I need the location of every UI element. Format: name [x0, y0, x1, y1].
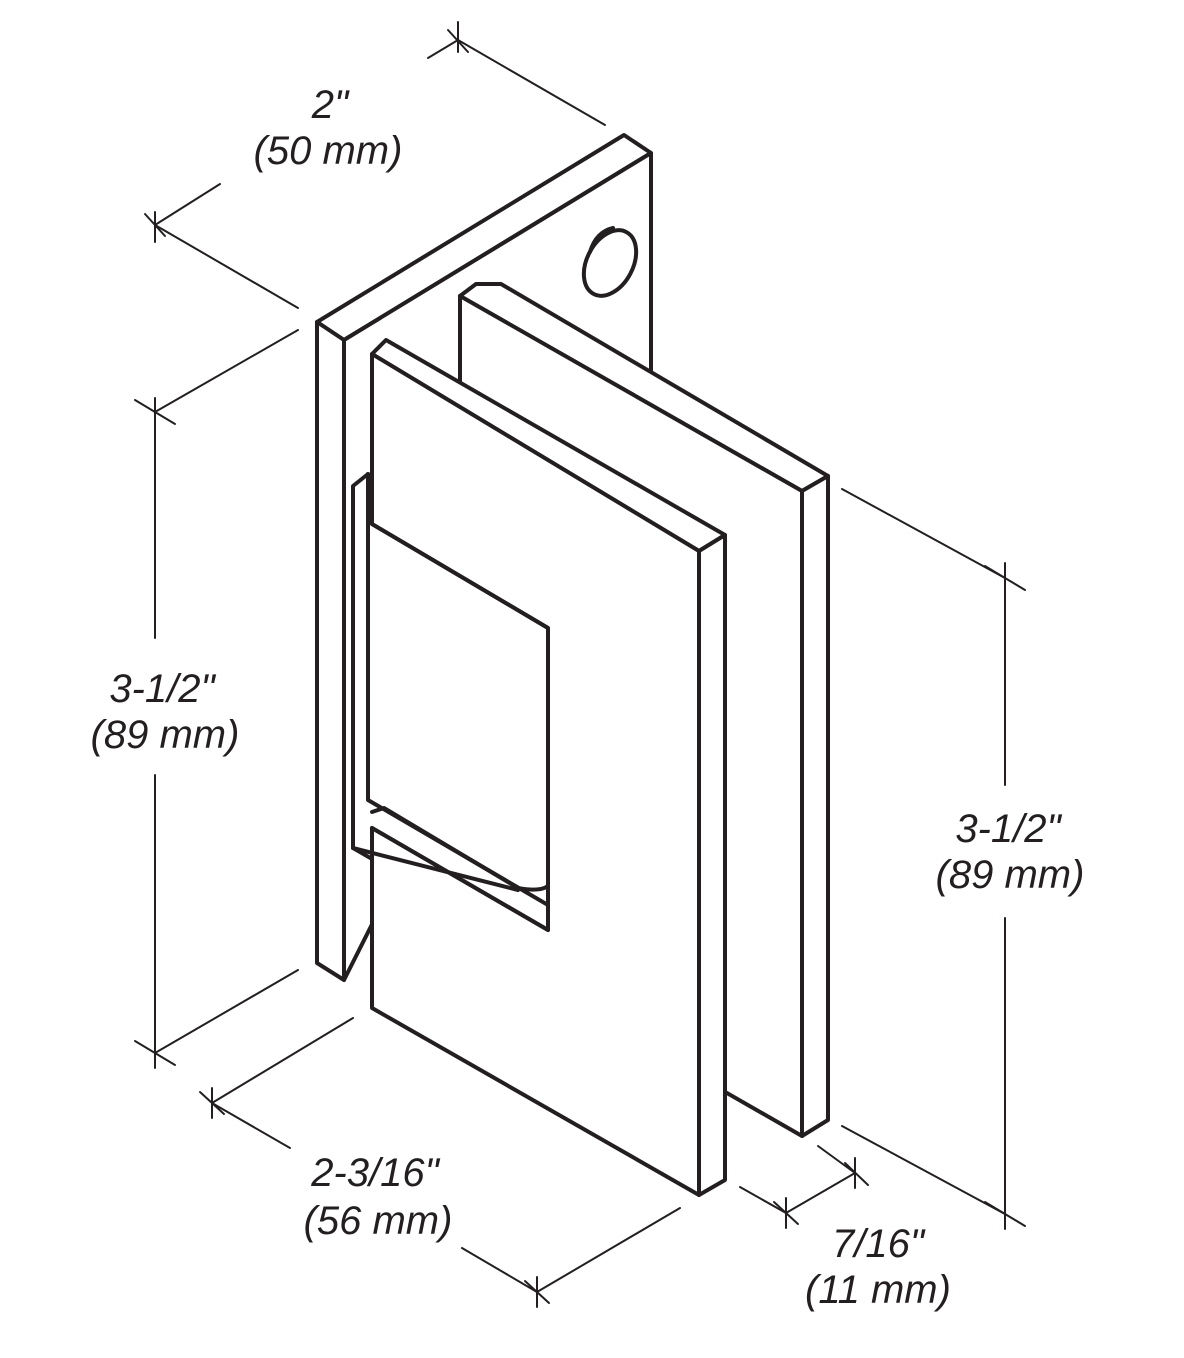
knuckle-lower-edge [351, 846, 520, 892]
plate-width-imperial: 2" [311, 83, 350, 127]
body-height-metric: (89 mm) [936, 853, 1085, 897]
glass-gap-metric: (11 mm) [805, 1268, 951, 1312]
wall-plate-side-edge [315, 320, 346, 982]
plate-height-metric: (89 mm) [91, 713, 240, 757]
body-height-imperial: 3-1/2" [955, 807, 1062, 851]
knuckle-cutout [370, 522, 550, 932]
glass-gap-imperial: 7/16" [832, 1222, 926, 1266]
body-length-imperial: 2-3/16" [310, 1151, 440, 1195]
rear-clamp-side-edge [800, 474, 830, 1138]
front-clamp-plate [351, 338, 727, 1197]
mounting-hole-inner [588, 226, 615, 254]
dimension-lines [134, 21, 1026, 1308]
plate-height-imperial: 3-1/2" [109, 667, 216, 711]
body-length-metric: (56 mm) [304, 1199, 453, 1243]
plate-width-metric: (50 mm) [254, 129, 403, 173]
front-clamp-side-edge [697, 533, 727, 1197]
dimension-labels: 2" (50 mm) 3-1/2" (89 mm) 3-1/2" (89 mm)… [91, 83, 1085, 1312]
